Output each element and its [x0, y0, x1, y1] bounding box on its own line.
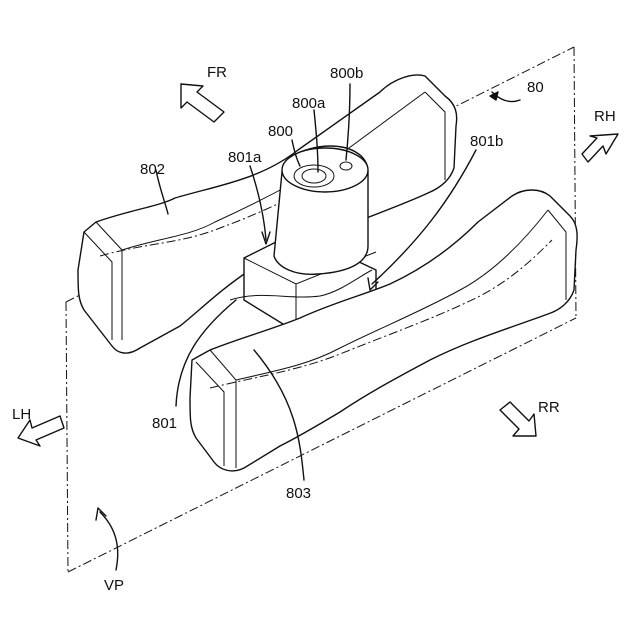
label-802: 802 [140, 161, 165, 178]
label-80: 80 [527, 79, 544, 96]
label-801: 801 [152, 415, 177, 432]
label-801a: 801a [228, 149, 262, 166]
arrow-fr [181, 84, 224, 122]
label-rr: RR [538, 399, 560, 416]
label-801b: 801b [470, 133, 503, 150]
label-vp: VP [104, 577, 124, 594]
label-800: 800 [268, 123, 293, 140]
label-803: 803 [286, 485, 311, 502]
label-800b: 800b [330, 65, 363, 82]
cylinder-800 [274, 146, 368, 274]
arrow-rr [500, 402, 536, 436]
label-lh: LH [12, 406, 31, 423]
arrow-rh [582, 134, 618, 162]
label-rh: RH [594, 108, 616, 125]
label-fr: FR [207, 64, 227, 81]
label-800a: 800a [292, 95, 326, 112]
